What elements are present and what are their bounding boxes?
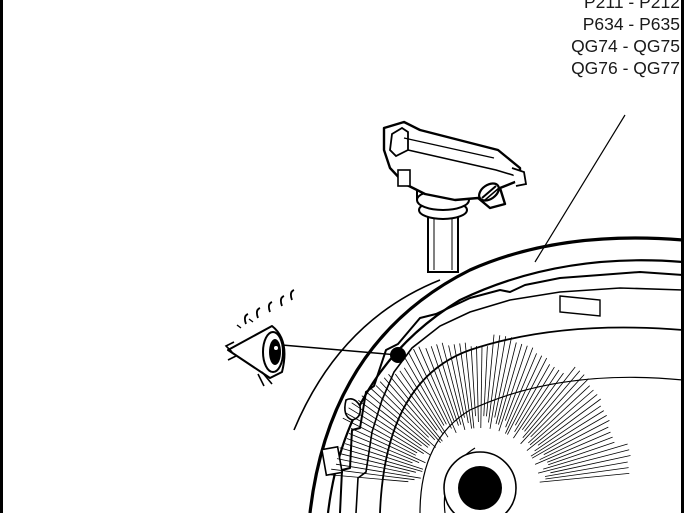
graduation-tick bbox=[342, 417, 416, 456]
graduation-tick bbox=[403, 367, 449, 438]
graduation-tick bbox=[365, 390, 430, 446]
encoder-disk bbox=[330, 326, 683, 513]
graduation-tick bbox=[425, 348, 455, 422]
graduation-tick bbox=[413, 348, 452, 429]
graduation-tick bbox=[348, 407, 424, 454]
graduation-tick bbox=[344, 443, 424, 470]
eye-inspection-icon bbox=[224, 289, 295, 387]
part-code-line-4: QG76 - QG77 bbox=[571, 58, 680, 78]
graduation-tick bbox=[526, 394, 598, 451]
graduation-tick bbox=[336, 458, 410, 474]
graduation-tick bbox=[524, 366, 576, 432]
sensor-head bbox=[382, 120, 528, 210]
graduation-tick bbox=[514, 366, 555, 433]
sight-line bbox=[281, 344, 399, 356]
graduation-tick bbox=[498, 343, 523, 425]
graduation-tick bbox=[383, 377, 441, 443]
graduation-tick bbox=[534, 431, 611, 465]
outer-ring bbox=[308, 236, 683, 513]
graduation-tick bbox=[330, 474, 409, 483]
graduation-tick bbox=[507, 357, 548, 435]
part-code-labels: P211 - P212 P634 - P635 QG74 - QG75 QG76… bbox=[571, 0, 680, 79]
graduation-tick bbox=[436, 344, 462, 425]
graduation-tick bbox=[350, 428, 426, 464]
graduation-tick bbox=[547, 436, 613, 463]
graduation-tick bbox=[543, 443, 628, 470]
graduation-tick bbox=[548, 441, 615, 466]
graduation-tick bbox=[530, 378, 589, 438]
graduation-tick bbox=[368, 386, 436, 448]
graduation-tick bbox=[498, 345, 528, 432]
graduation-tick bbox=[335, 463, 421, 479]
inner-ring bbox=[326, 259, 683, 513]
graduation-tick bbox=[399, 370, 444, 434]
hub-hole bbox=[458, 466, 502, 510]
graduation-tick bbox=[513, 369, 560, 439]
part-code-line-3: QG74 - QG75 bbox=[571, 36, 680, 56]
graduation-tick bbox=[379, 381, 436, 441]
graduation-tick bbox=[489, 336, 507, 429]
graduation-tick bbox=[430, 346, 459, 426]
graduation-tick bbox=[538, 449, 630, 474]
graduation-tick bbox=[521, 372, 564, 431]
graduation-tick bbox=[545, 467, 629, 480]
graduation-tick bbox=[351, 402, 431, 456]
graduation-tick bbox=[537, 398, 601, 446]
graduation-tick bbox=[448, 345, 465, 418]
graduation-tick bbox=[476, 345, 479, 423]
graduation-tick bbox=[375, 385, 429, 438]
graduation-tick bbox=[505, 355, 543, 434]
graduation-tick bbox=[418, 346, 457, 434]
graduation-tick bbox=[495, 342, 517, 425]
graduation-tick bbox=[528, 385, 590, 444]
graduation-tick bbox=[520, 374, 585, 445]
reference-dot-icon bbox=[390, 347, 406, 363]
graduation-tick bbox=[470, 346, 476, 417]
part-code-line-2: P634 - P635 bbox=[582, 14, 680, 34]
graduation-tick bbox=[459, 343, 472, 429]
graduation-tick bbox=[539, 426, 609, 461]
graduation-tick bbox=[348, 433, 420, 463]
graduation-tick bbox=[543, 420, 610, 455]
graduation-tick bbox=[529, 389, 594, 446]
graduation-tick bbox=[505, 353, 537, 428]
flange-tab bbox=[320, 445, 344, 477]
graduation-tick bbox=[530, 410, 605, 457]
graduation-tick bbox=[407, 351, 447, 425]
graduation-tick bbox=[394, 373, 438, 431]
graduation-tick bbox=[464, 342, 475, 429]
graduation-tick bbox=[453, 344, 469, 424]
graduation-tick bbox=[339, 447, 423, 472]
graduation-tick bbox=[539, 473, 630, 483]
graduation-tick bbox=[331, 468, 415, 481]
graduation-tick bbox=[338, 452, 416, 473]
label-leader-line bbox=[534, 114, 626, 263]
graduation-tick bbox=[345, 412, 418, 454]
part-code-line-1: P211 - P212 bbox=[584, 0, 680, 12]
graduation-tick bbox=[388, 373, 443, 442]
graduation-tick bbox=[504, 347, 534, 421]
graduation-tick bbox=[480, 345, 483, 429]
graduation-tick bbox=[550, 455, 631, 474]
graduation-tick bbox=[483, 346, 488, 417]
graduation-tick bbox=[358, 399, 422, 447]
graduation-tick bbox=[522, 370, 581, 438]
graduation-tick bbox=[514, 364, 551, 426]
graduation-tick bbox=[534, 405, 602, 452]
graduation-tick bbox=[361, 395, 429, 448]
graduation-tick bbox=[494, 337, 512, 418]
graduation-tick bbox=[402, 354, 445, 426]
graduation-tick bbox=[531, 415, 607, 459]
graduation-tick bbox=[488, 335, 501, 423]
graduation-tick bbox=[346, 438, 413, 464]
graduation-tick bbox=[544, 461, 628, 477]
notched-flange bbox=[339, 271, 683, 513]
